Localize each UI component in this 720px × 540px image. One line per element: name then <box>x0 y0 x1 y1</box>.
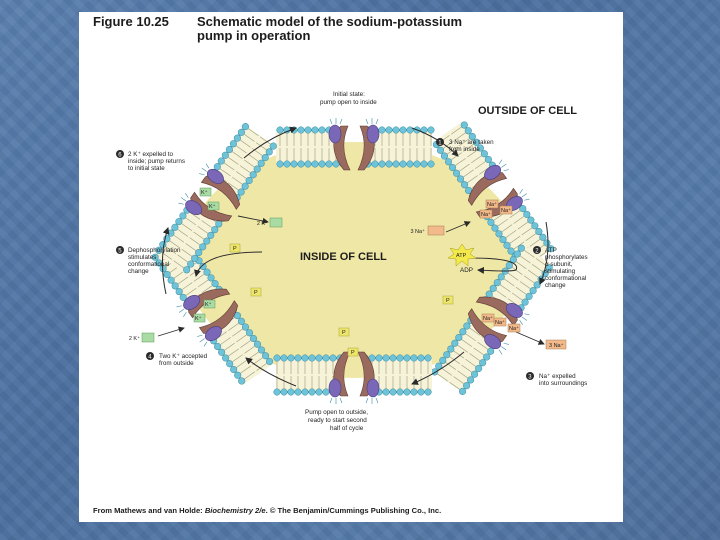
svg-text:Na⁺ expelled: Na⁺ expelled <box>539 373 576 380</box>
svg-text:conformational: conformational <box>545 275 586 282</box>
svg-text:Na⁺: Na⁺ <box>509 325 519 332</box>
step-6-caption: 2 K⁺ expelled to inside; pump returns to… <box>128 151 185 172</box>
cytoplasm-region <box>184 142 524 378</box>
adp-label: ADP <box>460 267 473 274</box>
svg-text:2 K⁺ expelled to: 2 K⁺ expelled to <box>128 151 173 158</box>
k-release-arrow <box>237 215 269 225</box>
svg-text:P: P <box>233 246 237 252</box>
svg-text:3 Na⁺ are taken: 3 Na⁺ are taken <box>449 139 494 146</box>
svg-text:2 K⁺: 2 K⁺ <box>257 220 268 227</box>
step-5-number: 5 <box>118 248 122 254</box>
step-6-number: 6 <box>118 152 122 158</box>
svg-text:ATP: ATP <box>545 247 557 254</box>
svg-text:P: P <box>254 290 258 296</box>
svg-text:to initial state: to initial state <box>128 165 165 172</box>
step-4-number: 4 <box>148 354 152 360</box>
svg-text:Na⁺: Na⁺ <box>481 211 491 218</box>
svg-text:Na⁺: Na⁺ <box>495 319 505 326</box>
step-4-caption: Two K⁺ accepted from outside <box>159 353 208 367</box>
svg-text:Two K⁺ accepted: Two K⁺ accepted <box>159 353 208 360</box>
bound-k-ions: K⁺ K⁺ K⁺ K⁺ <box>193 187 220 323</box>
svg-text:P: P <box>446 298 450 304</box>
na-expel-arrow <box>515 331 545 345</box>
svg-text:from inside: from inside <box>449 146 480 153</box>
svg-text:change: change <box>128 268 149 275</box>
k-in-tag: 2 K⁺ <box>257 217 283 228</box>
figure-title-line1: Schematic model of the sodium-potassium <box>197 14 463 29</box>
k-uptake-arrow <box>157 326 185 337</box>
svg-text:K⁺: K⁺ <box>209 203 216 210</box>
svg-text:into surroundings: into surroundings <box>539 380 587 387</box>
svg-text:stimulating: stimulating <box>545 268 576 275</box>
figure-title-line2: pump in operation <box>197 28 311 43</box>
svg-text:α subunit,: α subunit, <box>545 261 573 268</box>
svg-text:K⁺: K⁺ <box>195 315 202 322</box>
top-state-line1: Initial state: <box>333 91 365 98</box>
svg-text:change: change <box>545 282 566 289</box>
step-1-caption: 3 Na⁺ are taken from inside <box>449 139 494 153</box>
svg-text:stimulates: stimulates <box>128 254 156 261</box>
svg-text:Na⁺: Na⁺ <box>487 201 497 208</box>
step-5-caption: Dephosphorylation stimulates conformatio… <box>128 247 181 275</box>
bottom-state-line3: half of cycle <box>330 425 364 432</box>
step-badges: 1 2 3 4 5 6 <box>116 138 541 380</box>
outside-label: OUTSIDE OF CELL <box>478 105 577 117</box>
figure-credit: From Mathews and van Holde: Biochemistry… <box>93 506 442 515</box>
svg-text:3 Na⁺: 3 Na⁺ <box>410 228 425 235</box>
svg-text:2 K⁺: 2 K⁺ <box>129 335 140 342</box>
svg-text:Na⁺: Na⁺ <box>483 315 493 322</box>
figure-number: Figure 10.25 <box>93 14 169 29</box>
na-out-tag: 3 Na⁺ <box>545 339 567 350</box>
svg-text:conformational: conformational <box>128 261 169 268</box>
svg-text:3 Na⁺: 3 Na⁺ <box>549 342 564 349</box>
svg-text:P: P <box>351 350 355 356</box>
svg-text:K⁺: K⁺ <box>201 189 208 196</box>
na-in-tag: 3 Na⁺ <box>410 225 445 236</box>
figure-title: Figure 10.25 Schematic model of the sodiu… <box>93 15 553 43</box>
credit-book-title: Biochemistry 2/e <box>204 506 266 515</box>
top-state-line2: pump open to inside <box>320 99 377 106</box>
bottom-state-line1: Pump open to outside, <box>305 409 368 416</box>
bottom-state-line2: ready to start second <box>308 417 367 424</box>
svg-text:inside; pump returns: inside; pump returns <box>128 158 185 165</box>
bound-na-ions: Na⁺ Na⁺ Na⁺ Na⁺ Na⁺ Na⁺ <box>479 199 521 333</box>
svg-text:Dephosphorylation: Dephosphorylation <box>128 247 181 254</box>
svg-text:phosphorylates: phosphorylates <box>545 254 588 261</box>
phosphate-tags: P P P P P <box>229 243 454 357</box>
inside-label: INSIDE OF CELL <box>300 251 387 263</box>
step-2-caption: ATP phosphorylates α subunit, stimulatin… <box>545 247 588 289</box>
step-1-number: 1 <box>438 140 442 146</box>
dephosphorylation-arrow <box>194 251 263 277</box>
step-3-number: 3 <box>528 374 532 380</box>
k-out-tag: 2 K⁺ <box>129 332 155 343</box>
svg-text:P: P <box>342 330 346 336</box>
step-3-caption: Na⁺ expelled into surroundings <box>539 373 587 387</box>
step-2-number: 2 <box>535 248 539 254</box>
svg-text:from outside: from outside <box>159 360 194 367</box>
svg-text:Na⁺: Na⁺ <box>501 207 511 214</box>
na-uptake-arrow <box>445 221 471 233</box>
svg-text:ATP: ATP <box>456 253 467 259</box>
atp-adp-arrow <box>469 257 518 274</box>
atp-burst: ATP <box>447 243 477 267</box>
svg-text:K⁺: K⁺ <box>205 301 212 308</box>
